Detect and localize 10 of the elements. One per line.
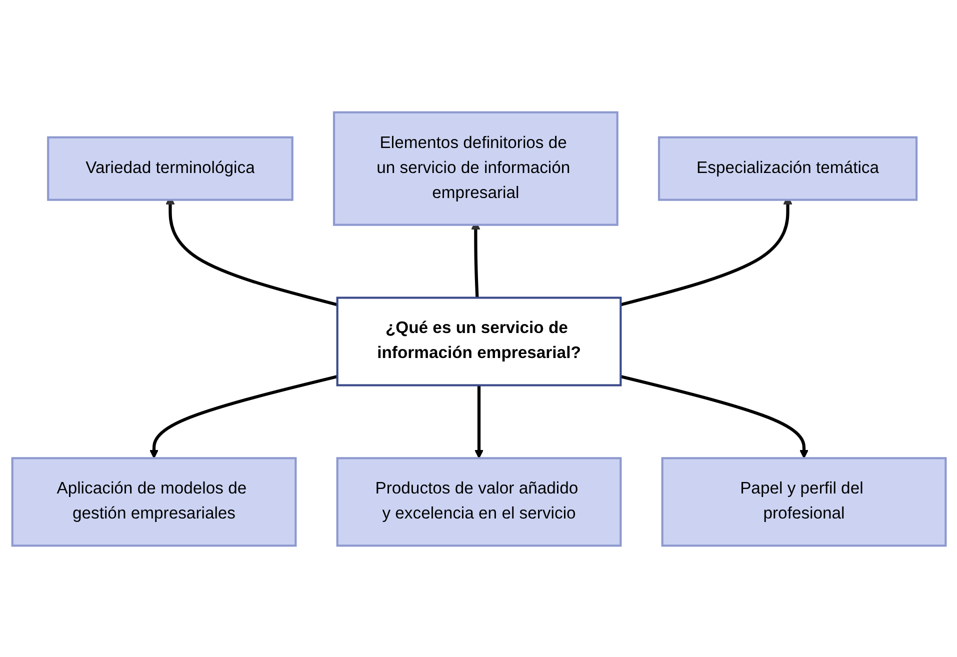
arrow	[148, 374, 338, 458]
arrow	[474, 384, 484, 458]
node-box: Productos de valor añadido y excelencia en el servicio	[336, 456, 622, 546]
arrow	[620, 374, 808, 458]
node-box: Papel y perfil del profesional	[660, 456, 946, 546]
node-box: ¿Qué es un servicio de información empresarial?	[336, 296, 622, 386]
node-box: Elementos definitorios de un servicio de información empresarial	[332, 110, 618, 226]
node-box: Aplicación de modelos de gestión empresariales	[10, 456, 296, 546]
node-box: Especialización temática	[657, 136, 918, 200]
node-box: Variedad terminológica	[46, 136, 293, 200]
